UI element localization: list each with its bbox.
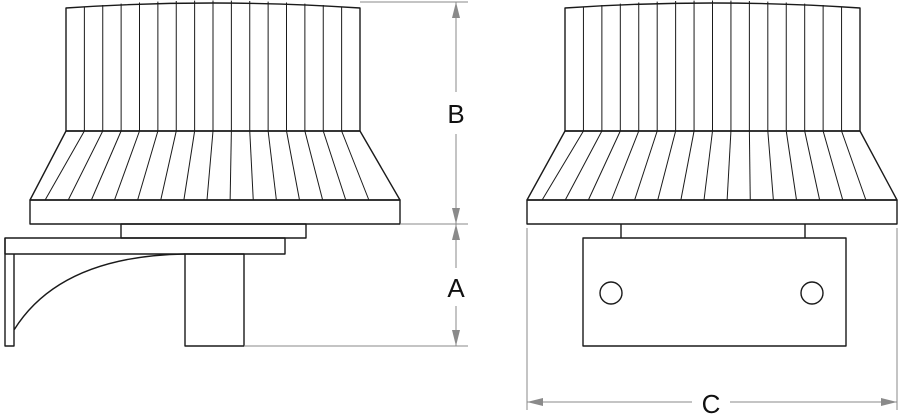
dimension-a-label: A (447, 273, 465, 303)
shade-flute-line (90, 130, 122, 201)
dimension-c-label: C (702, 389, 721, 415)
dimension-b-label: B (447, 99, 464, 129)
shade-flute-line (229, 130, 232, 201)
shade-flute-line (206, 130, 214, 201)
shade-flute-line (304, 130, 324, 201)
dimension-b: B (447, 2, 465, 224)
side-view (4, 0, 401, 347)
front-shade-lower-outline (526, 130, 898, 201)
front-shade-upper (564, 0, 861, 132)
dimension-c-arrow-left (527, 398, 543, 406)
front-backplate (582, 237, 847, 347)
dimension-a-arrow-top (452, 224, 460, 240)
dimension-c: C (526, 228, 898, 415)
shade-flute-line (114, 130, 140, 201)
dimension-a: A (447, 224, 465, 346)
shade-flute-line (183, 130, 196, 201)
front-view (526, 0, 898, 347)
shade-flute-line (611, 130, 640, 201)
shade-flute-line (804, 130, 821, 201)
shade-flute-line (841, 130, 867, 201)
left-mounting-hole (599, 281, 623, 305)
front-shade-upper-outline (564, 2, 861, 132)
dimension-b-arrow-bottom (452, 208, 460, 224)
shade-flute-line (286, 130, 300, 201)
shade-flute-line (137, 130, 159, 201)
shade-flute-line (67, 130, 104, 201)
side-bracket (4, 238, 186, 347)
side-arm-plate (4, 237, 286, 255)
front-neck (620, 224, 806, 238)
shade-flute-line (767, 130, 774, 201)
shade-flute-line (322, 130, 347, 201)
dimension-b-arrow-top (452, 2, 460, 18)
side-top-plate (120, 223, 307, 239)
shade-flute-line (341, 130, 370, 201)
shade-flute-line (703, 130, 713, 201)
side-shade-upper (65, 0, 361, 132)
side-shade-lower (29, 130, 401, 201)
shade-flute-line (541, 130, 584, 201)
side-base-ring (29, 199, 401, 225)
front-shade-upper-flutes (582, 0, 843, 131)
shade-flute-line (44, 130, 85, 201)
shade-flute-line (785, 130, 797, 201)
shade-flute-line (564, 130, 603, 201)
shade-flute-line (249, 130, 254, 201)
side-shade-lower-flutes (44, 130, 370, 201)
side-stem (184, 253, 245, 347)
front-base-ring (526, 199, 898, 225)
dimension-c-arrow-right (881, 398, 897, 406)
shade-flute-line (657, 130, 677, 201)
front-shade-lower (526, 130, 898, 201)
right-mounting-hole (800, 281, 824, 305)
front-shade-lower-flutes (541, 130, 867, 201)
shade-flute-line (822, 130, 844, 201)
shade-flute-line (634, 130, 658, 201)
shade-flute-line (267, 130, 277, 201)
side-shade-upper-flutes (83, 0, 343, 131)
shade-flute-line (160, 130, 177, 201)
shade-flute-line (748, 130, 751, 201)
dimension-a-arrow-bottom (452, 330, 460, 346)
shade-flute-line (587, 130, 621, 201)
dimension-lines: B A C (244, 1, 898, 415)
shade-flute-line (680, 130, 695, 201)
side-shade-upper-outline (65, 2, 361, 132)
shade-flute-line (726, 130, 732, 201)
